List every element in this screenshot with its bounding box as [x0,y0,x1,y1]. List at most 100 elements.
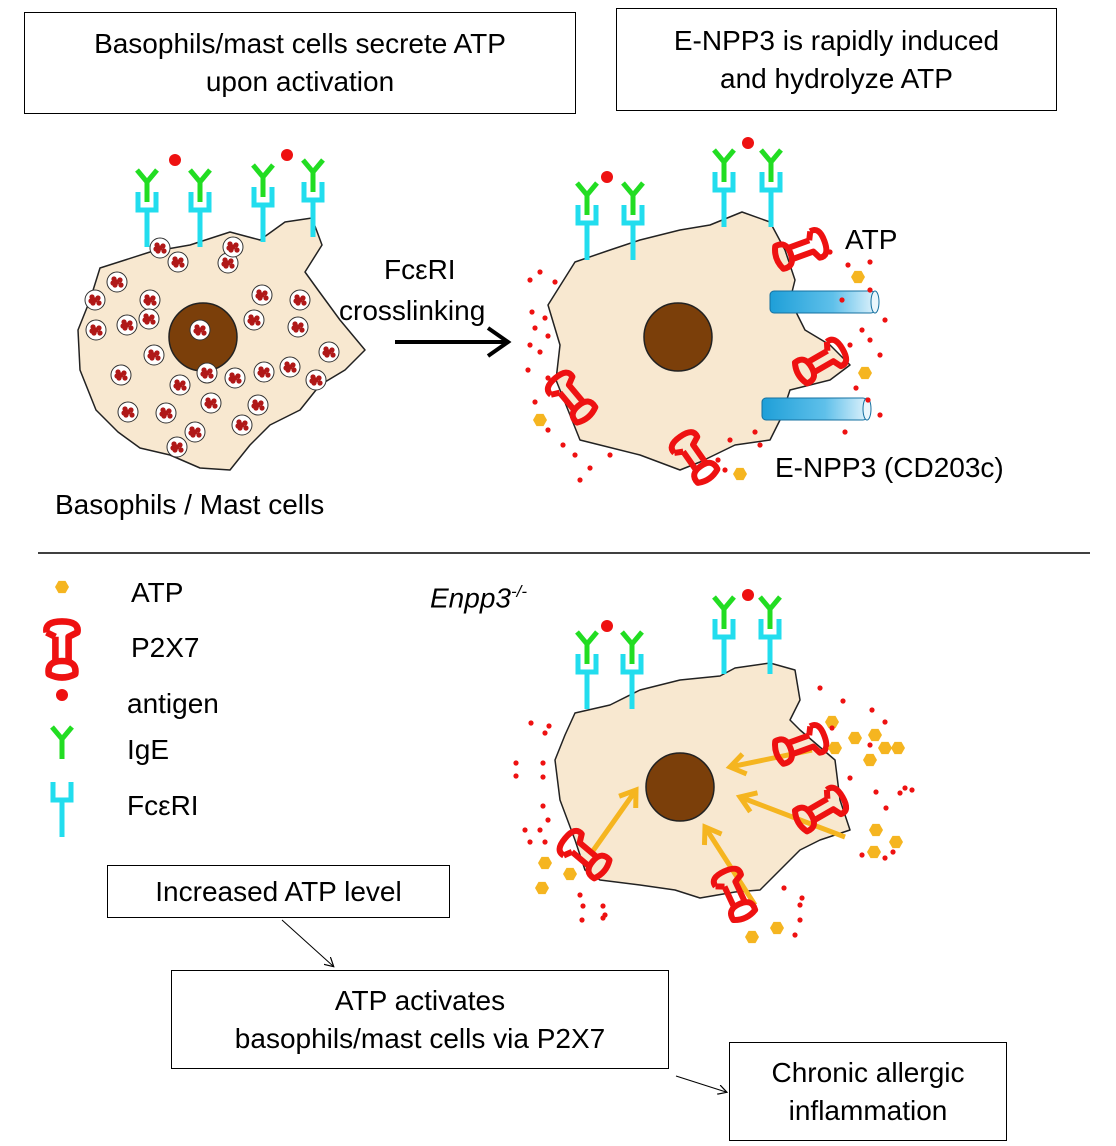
secreted-granule-dot [727,437,733,443]
flow-arrow-2 [675,1075,726,1092]
granule-icon [189,319,211,341]
legend-label-antigen: antigen [127,688,219,719]
secreted-granule-dot [897,790,903,796]
ige-fceri-complex [712,595,736,674]
ige-icon [188,168,212,202]
atp-hexagon-icon [828,741,842,755]
fceri-icon [575,205,599,260]
granule-icon [143,344,165,366]
ige-icon [575,630,599,664]
atp-activates-line1: ATP activates [334,984,506,1016]
secreted-granule-dot [865,397,871,403]
granule-icon [184,421,206,443]
fceri-icon [188,192,212,247]
secreted-granule-dot [542,315,548,321]
granule-icon [116,314,138,336]
secreted-granule-dot [542,839,548,845]
secreted-granule-dot [540,774,546,780]
p2x7-receptor-icon [772,227,830,272]
p2x7-receptor-icon [544,369,599,426]
atp-hexagon-icon [869,823,883,837]
ige-icon [759,148,783,182]
atp-hexagon-icon [563,867,577,881]
secreted-granule-dot [715,457,721,463]
atp-hexagon-icon [825,715,839,729]
fceri-icon [759,172,783,227]
atp-signal-arrowhead [618,786,639,809]
atp-hexagon-icon [55,580,69,594]
secreted-granule-dot [842,429,848,435]
fceri-icon [621,205,645,260]
granule-icon [200,392,222,414]
ige-icon [50,725,74,759]
granule-icon [253,361,275,383]
secreted-granule-dot [909,787,915,793]
secreted-granule-dot [792,932,798,938]
secreted-granule-dot [587,465,593,471]
fceri-icon [135,192,159,247]
secreted-granule-dot [577,892,583,898]
knockout-superscript: -/- [510,582,528,601]
fceri-crosslink-label: FcεRI [384,254,456,285]
granule-icon [222,236,244,258]
atp-hexagon-icon [745,930,759,944]
secreted-granule-dot [752,429,758,435]
secreted-granule-dot [797,917,803,923]
secreted-granule-dot [883,805,889,811]
legend-fceri [50,782,74,837]
granule-icon [279,356,301,378]
granule-icon [247,394,269,416]
legend-label-fceri: FcεRI [127,790,199,821]
p2x7-receptor-icon [668,429,721,486]
crosslinking-arrowhead [486,326,512,358]
atp-hexagon-icon [878,741,892,755]
legend-label-atp: ATP [131,577,184,608]
ige-fceri-complex [575,630,599,709]
secreted-granule-dot [867,259,873,265]
p2x7-receptor-icon [556,827,613,882]
secreted-granule-dot [513,760,519,766]
secreted-granule-dot [853,385,859,391]
secreted-granule-dot [840,698,846,704]
nucleus [643,302,713,372]
secreted-granule-dot [797,902,803,908]
legend-label-ige: IgE [127,734,170,765]
granule-icon [155,402,177,424]
antigen-dot-icon [601,171,613,183]
granule-icon [305,369,327,391]
secreted-granule-dot [513,773,519,779]
increased-atp-box: Increased ATP level [107,865,450,918]
atp-hexagon-icon [858,366,872,380]
fceri-icon [251,187,275,242]
granule-icon [139,289,161,311]
secreted-granule-dot [817,685,823,691]
ige-icon [621,181,645,215]
ige-icon [575,181,599,215]
atp-signal-arrow [702,825,758,907]
enpp3-annotation: E-NPP3 (CD203c) [775,452,1004,483]
ige-fceri-complex [135,168,159,247]
secreted-granule-dot [847,775,853,781]
atp-signal-arrow [739,794,846,840]
ige-icon [712,148,736,182]
atp-signal-arrowhead [725,752,748,777]
secrete-atp-line1: Basophils/mast cells secrete ATP [94,28,506,59]
secreted-granule-dot [877,412,883,418]
fceri-icon [301,182,325,237]
ige-fceri-complex [620,630,644,709]
secreted-granule-dot [540,803,546,809]
secreted-granule-dot [839,297,845,303]
p2x7-receptor-icon [772,722,830,767]
atp-activates-box: ATP activates basophils/mast cells via P… [171,970,669,1069]
secreted-granule-dot [781,885,787,891]
granule-icon [106,271,128,293]
secreted-granule-dot [545,427,551,433]
fceri-icon [620,654,644,709]
enpp3-induced-line2: and hydrolyze ATP [720,62,953,94]
fceri-icon [712,619,736,674]
secreted-granule-dot [532,325,538,331]
secreted-granule-dot [867,742,873,748]
atp-signal-arrow [587,788,639,857]
secreted-granule-dot [537,349,543,355]
secreted-granule-dot [545,333,551,339]
